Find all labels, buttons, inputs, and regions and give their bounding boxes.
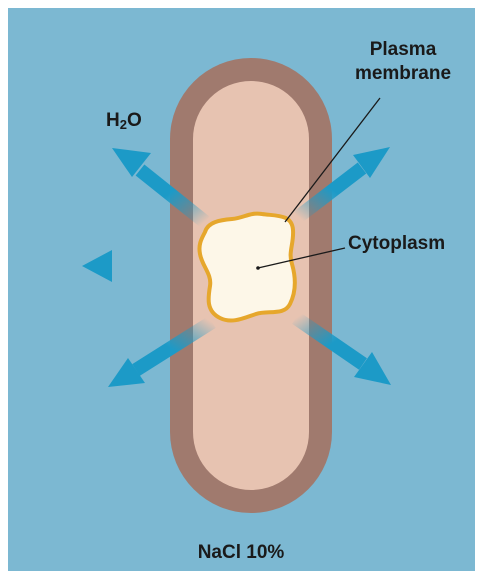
water-label-tail: O: [127, 110, 142, 131]
water-label: H2O: [106, 109, 142, 133]
plasma-membrane-label-line1: Plasma: [338, 38, 468, 62]
cytoplasm-label: Cytoplasm: [348, 232, 445, 256]
water-label-base: H: [106, 110, 120, 131]
water-label-subscript: 2: [120, 117, 127, 132]
cytoplasm-blob: [199, 214, 294, 321]
solution-label: NaCl 10%: [161, 541, 321, 565]
plasma-membrane-label-line2: membrane: [338, 62, 468, 86]
cytoplasm-leader-dot: [256, 266, 260, 270]
plasma-membrane-label: Plasma membrane: [338, 38, 468, 86]
